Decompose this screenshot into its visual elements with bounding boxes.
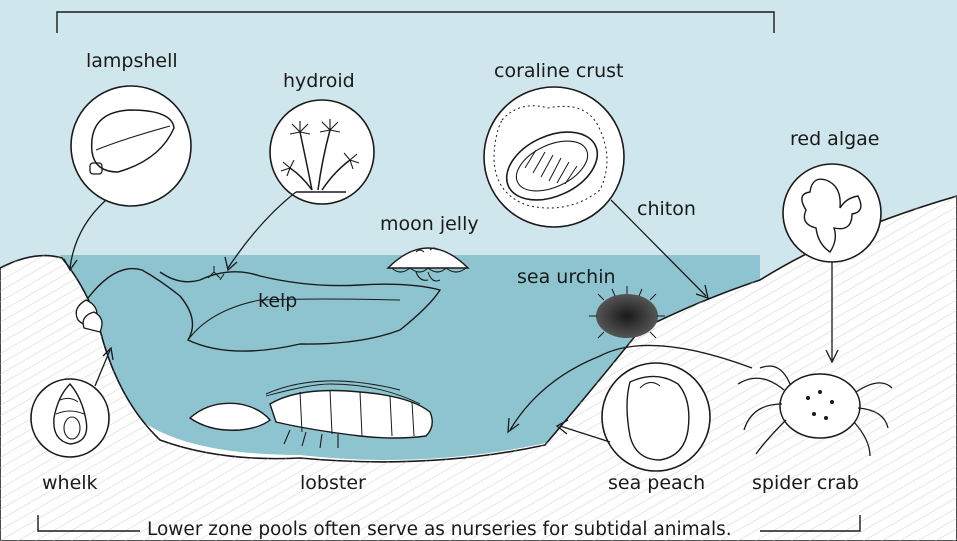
caption: Lower zone pools often serve as nurserie… (147, 521, 732, 540)
lampshell-icon (71, 86, 191, 206)
red-algae-icon (783, 164, 881, 262)
sea-peach-icon (602, 363, 710, 471)
sea-urchin-label: sea urchin (517, 268, 616, 287)
lampshell-label: lampshell (86, 52, 178, 71)
chiton-label: chiton (637, 200, 696, 219)
whelk-label: whelk (42, 474, 98, 493)
sea-peach-label: sea peach (608, 474, 705, 493)
coraline-crust-label: coraline crust (494, 62, 624, 81)
kelp-label: kelp (258, 292, 297, 311)
whelk-icon (31, 379, 109, 457)
hydroid-label: hydroid (283, 72, 355, 91)
lobster-label: lobster (300, 474, 366, 493)
hydroid-icon (270, 100, 374, 204)
spider-crab-label: spider crab (752, 474, 859, 493)
red-algae-label: red algae (790, 130, 880, 149)
moon-jelly-label: moon jelly (380, 215, 479, 234)
